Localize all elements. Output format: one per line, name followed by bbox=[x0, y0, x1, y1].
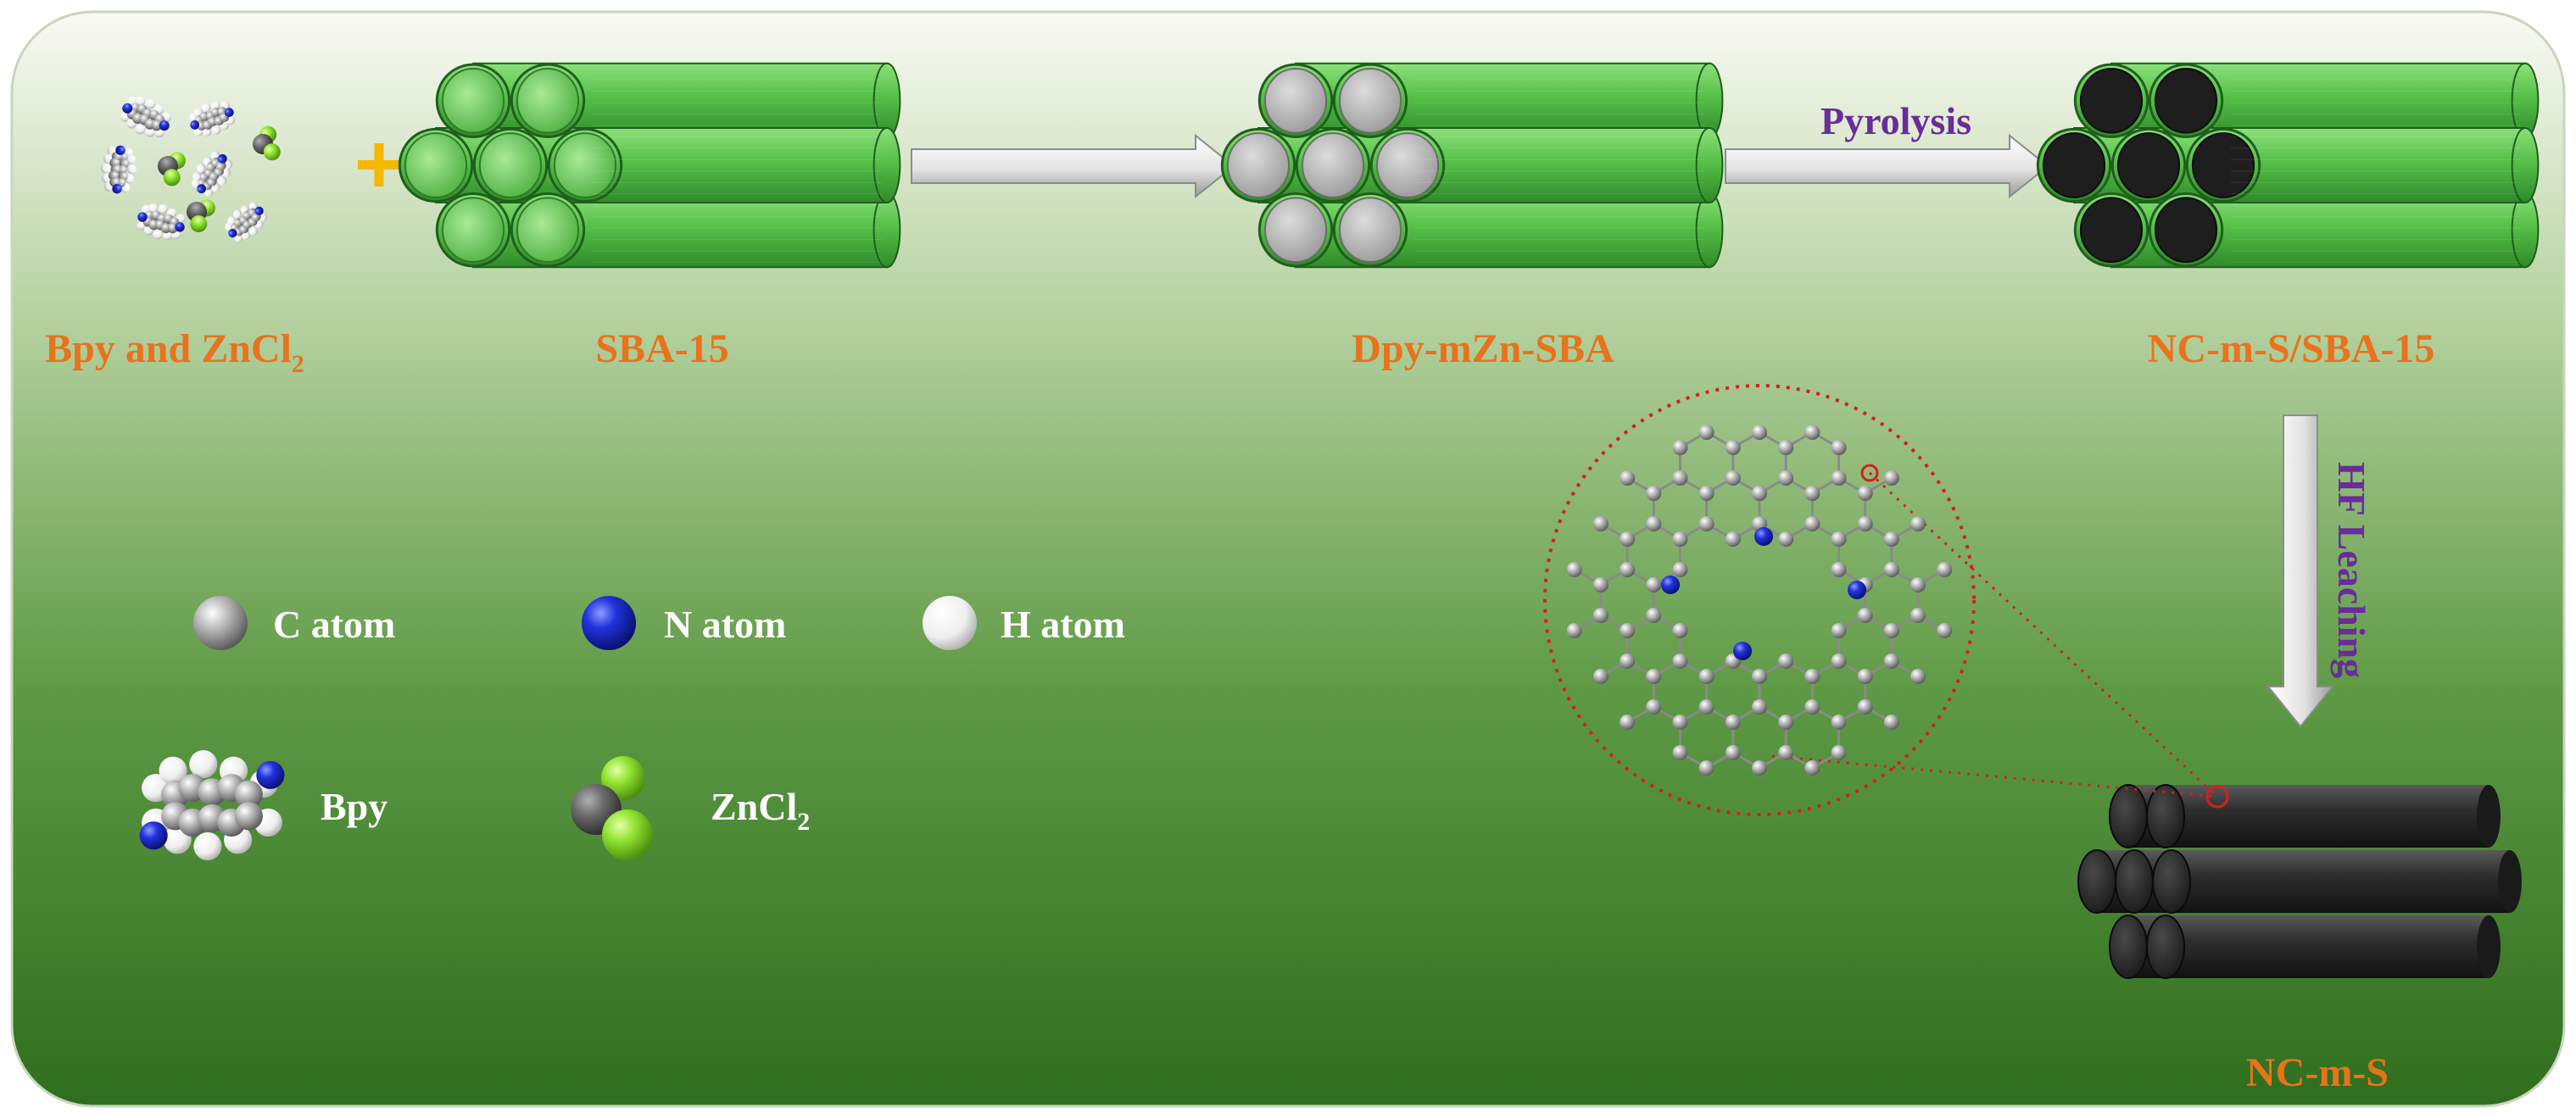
c-atom-icon bbox=[193, 596, 248, 650]
legend-zncl2-sub: 2 bbox=[797, 808, 810, 836]
n-atom-icon bbox=[582, 596, 636, 650]
legend: C atom N atom H atom Bpy ZnCl2 bbox=[139, 596, 1125, 861]
legend-c-atom-label: C atom bbox=[273, 603, 395, 646]
legend-zncl2-label: ZnCl2 bbox=[711, 785, 810, 836]
dpy-mzn-sba-tube-bundle bbox=[1220, 62, 1724, 269]
zncl2-molecule-icon bbox=[571, 756, 653, 860]
pyrolysis-arrow bbox=[1725, 133, 2049, 199]
zoom-origin-marker bbox=[2205, 785, 2229, 809]
plus-sign: + bbox=[354, 117, 404, 212]
sba15-tube-bundle bbox=[398, 62, 901, 269]
bpy-zncl2-cluster-icon bbox=[101, 96, 281, 242]
bpy-molecule-icon bbox=[139, 749, 285, 861]
zoom-circle bbox=[1543, 384, 1976, 816]
process-arrow-1 bbox=[911, 133, 1235, 199]
label-bpy-zncl2: Bpy and ZnCl2 bbox=[45, 326, 304, 378]
label-ncms: NC-m-S bbox=[2246, 1050, 2389, 1095]
zoom-magnifier bbox=[1543, 384, 2229, 816]
hf-leaching-label: HF Leaching bbox=[2330, 462, 2373, 678]
pyrolysis-label: Pyrolysis bbox=[1820, 99, 1971, 142]
label-sba15: SBA-15 bbox=[595, 326, 728, 371]
n-doped-carbon-lattice-icon bbox=[1566, 425, 1953, 776]
legend-h-atom-label: H atom bbox=[1001, 603, 1125, 646]
zoom-target-marker bbox=[1860, 464, 1879, 482]
label-bpy-zncl2-sub: 2 bbox=[292, 350, 304, 378]
legend-bpy-label: Bpy bbox=[321, 785, 388, 828]
legend-zncl2-main: ZnCl bbox=[711, 785, 797, 828]
label-dpy-mzn-sba: Dpy-mZn-SBA bbox=[1352, 326, 1614, 371]
ncms-sba15-tube-bundle bbox=[2036, 62, 2540, 269]
legend-n-atom-label: N atom bbox=[664, 603, 786, 646]
label-bpy-zncl2-main: Bpy and ZnCl bbox=[45, 326, 292, 371]
label-ncms-sba15: NC-m-S/SBA-15 bbox=[2148, 326, 2435, 371]
ncms-carbon-rods bbox=[2077, 784, 2522, 979]
h-atom-icon bbox=[923, 596, 977, 650]
hf-leaching-arrow bbox=[2266, 414, 2335, 728]
